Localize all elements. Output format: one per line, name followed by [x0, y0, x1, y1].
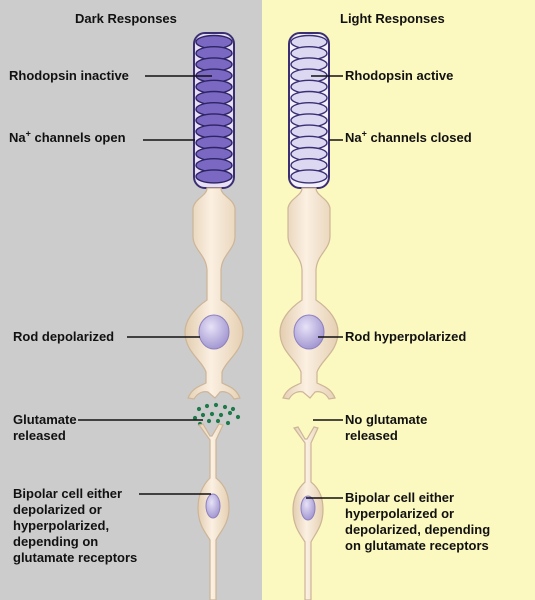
dark-responses-title: Dark Responses	[75, 11, 177, 26]
glutamate-dot	[213, 402, 219, 408]
glutamate-dot	[192, 415, 198, 421]
label-light-bipolar: Bipolar cell either hyperpolarized or de…	[345, 490, 491, 553]
light-bipolar-cell	[292, 426, 324, 600]
label-no-glutamate-released: No glutamate released	[345, 412, 428, 443]
label-glutamate-released: Glutamate released	[13, 412, 77, 443]
light-rod-cell	[279, 32, 339, 400]
label-na-channels-closed: Na+ channels closed	[345, 128, 472, 145]
glutamate-dot	[227, 410, 233, 416]
dark-bipolar-nucleus	[205, 493, 221, 519]
glutamate-dot	[196, 406, 202, 412]
dark-disc-stack	[195, 34, 233, 184]
glutamate-dot	[200, 412, 206, 418]
dark-rod-nucleus	[198, 314, 230, 350]
dark-rod-body	[184, 187, 244, 400]
glutamate-dot	[225, 420, 231, 426]
label-na-channels-open: Na+ channels open	[9, 128, 126, 145]
label-rod-depolarized: Rod depolarized	[13, 329, 115, 344]
glutamate-particles	[192, 402, 241, 427]
light-bipolar-nucleus	[300, 495, 316, 521]
glutamate-dot	[230, 406, 236, 412]
dark-rod-cell	[184, 32, 244, 400]
light-rod-nucleus	[293, 314, 325, 350]
leader-lines	[78, 75, 343, 499]
glutamate-dot	[206, 418, 212, 424]
glutamate-dot	[218, 412, 224, 418]
glutamate-dot	[204, 403, 210, 409]
label-rod-hyperpolarized: Rod hyperpolarized	[345, 329, 467, 344]
label-rhodopsin-inactive: Rhodopsin inactive	[9, 68, 129, 83]
glutamate-dot	[209, 411, 215, 417]
glutamate-dot	[215, 418, 221, 424]
glutamate-dot	[235, 414, 241, 420]
light-rod-body	[279, 187, 339, 400]
light-responses-title: Light Responses	[340, 11, 445, 26]
dark-bipolar-cell	[197, 423, 230, 600]
label-rhodopsin-active: Rhodopsin active	[345, 68, 454, 83]
light-disc-stack	[290, 34, 328, 184]
glutamate-dot	[222, 404, 228, 410]
dark-rhodopsin-disc	[195, 169, 233, 184]
light-rhodopsin-disc	[290, 169, 328, 184]
label-dark-bipolar: Bipolar cell either depolarized or hyper…	[13, 486, 138, 565]
